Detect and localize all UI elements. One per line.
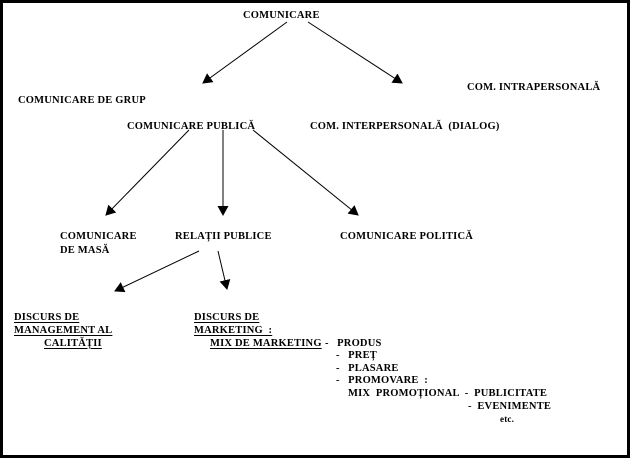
edge-root-to-intrapersonala (307, 21, 403, 84)
leaf-marketing-line3: MIX DE MARKETING (210, 338, 322, 349)
edge-root-to-grup (202, 21, 288, 84)
node-com-interpersonala: COM. INTERPERSONALĂ (DIALOG) (310, 121, 500, 132)
leaf-management-line2: MANAGEMENT AL (14, 325, 113, 336)
promotional-mix-publicitate: MIX PROMOȚIONAL - PUBLICITATE (348, 388, 548, 399)
edge-relatii-to-marketing (217, 250, 231, 290)
promotional-mix-evenimente: - EVENIMENTE (468, 401, 552, 412)
edge-relatii-to-management (114, 250, 200, 293)
node-comunicare-de-masa-line2: DE MASĂ (60, 245, 110, 256)
promotional-mix-etc: etc. (500, 414, 515, 424)
node-root: COMUNICARE (243, 10, 320, 21)
leaf-marketing-line2: MARKETING : (194, 325, 273, 336)
node-comunicare-de-masa-line1: COMUNICARE (60, 231, 137, 242)
node-comunicare-politica: COMUNICARE POLITICĂ (340, 231, 474, 242)
edge-publica-to-masa (105, 129, 190, 216)
mix-item-plasare: - PLASARE (336, 363, 399, 374)
node-com-intrapersonala: COM. INTRAPERSONALĂ (467, 82, 601, 93)
leaf-marketing-line1: DISCURS DE (194, 312, 260, 323)
leaf-management-line3: CALITĂȚII (44, 338, 102, 349)
mix-item-promovare: - PROMOVARE : (336, 375, 428, 386)
mix-item-pret: - PREȚ (336, 350, 377, 361)
leaf-management-line1: DISCURS DE (14, 312, 80, 323)
node-relatii-publice: RELAȚII PUBLICE (175, 231, 272, 242)
edge-publica-to-politica (252, 129, 359, 216)
node-comunicare-publica: COMUNICARE PUBLICĂ (127, 121, 256, 132)
mix-item-produs: - PRODUS (325, 338, 382, 349)
node-comunicare-de-grup: COMUNICARE DE GRUP (18, 95, 146, 106)
